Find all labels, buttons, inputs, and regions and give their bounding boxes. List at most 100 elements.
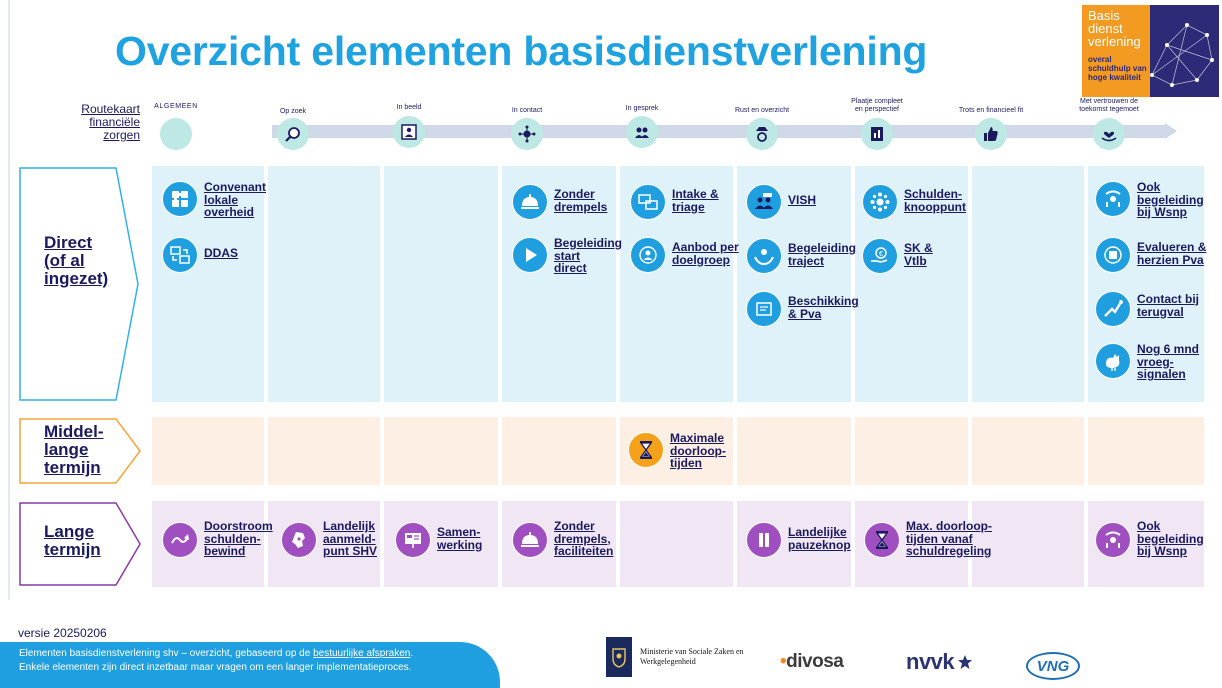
element-ook-begeleiding-wsnp-lang[interactable]: Ook begeleiding bij Wsnp [1095,519,1204,558]
frame-person-icon [393,116,425,148]
element-label: DDAS [204,246,239,260]
element-ddas[interactable]: DDAS [162,237,238,273]
stage-label-op-zoek: Op zoek [279,108,307,115]
support-person-icon [1095,181,1131,217]
stage-label-vertrouwen: Met vertrouwen de toekomst tegemoet [1079,98,1139,113]
element-aanbod-per-doelgroep[interactable]: Aanbod per doelgroep [630,237,739,273]
element-begeleiding-traject[interactable]: Begeleiding traject [746,238,856,274]
row-label-long-text[interactable]: Lange termijn [44,522,101,559]
data-exchange-icon [162,237,198,273]
bestuurlijke-afspraken-link[interactable]: bestuurlijke afspraken [313,648,411,659]
netherlands-map-icon [281,522,317,558]
element-samenwerking[interactable]: Samen- werking [395,522,482,558]
roadmap-arrowhead [1165,123,1177,139]
direct-cell [268,166,380,402]
roadmap-road [272,125,1165,138]
footer-line1-end: . [410,648,414,659]
person-target-icon [630,237,666,273]
element-evalueren-herzien-pva[interactable]: Evalueren & herzien Pva [1095,237,1206,273]
element-intake-triage[interactable]: Intake & triage [630,184,719,220]
element-label: Landelijke pauzeknop [788,525,851,552]
stage-label-rust-en-overzicht: Rust en overzicht [734,107,790,114]
element-label: Zonder drempels, faciliteiten [554,519,614,558]
page-title: Overzicht elementen basisdienstverlening [115,28,928,74]
element-label: Max. doorloop- tijden vanaf schuldregeli… [906,519,992,558]
middle-cell [152,417,264,485]
badge-subtitle: overal schuldhulp van hoge kwaliteit [1088,55,1147,82]
long-cell [620,501,733,587]
element-schuldenknooppunt[interactable]: Schulden- knooppunt [862,184,966,220]
nvvk-star-icon [958,655,973,669]
service-bell-icon [512,184,548,220]
stage-label-plaatje-compleet: Plaatje compleet en perspectief [851,98,903,113]
direct-cell [384,166,498,402]
element-max-doorlooptijden-schuldregeling[interactable]: Max. doorloop- tijden vanaf schuldregeli… [864,519,992,558]
desk-lamp-icon [746,118,778,150]
support-person-icon [1095,522,1131,558]
element-label: Ook begeleiding bij Wsnp [1137,519,1204,558]
flow-arrow-icon [162,522,198,558]
network-person-icon [511,118,543,150]
element-label: Intake & triage [672,187,719,214]
vng-logo: VNG [1026,652,1080,680]
element-doorstroom-schuldenbewind[interactable]: Doorstroom schulden- bewind [162,519,273,558]
element-label: Doorstroom schulden- bewind [204,519,273,558]
puzzle-icon [162,181,198,217]
footer-bar [0,642,500,688]
magnifier-icon [277,118,309,150]
people-group-icon [746,184,782,220]
element-label: Convenant lokale overheid [204,180,267,219]
version-label: versie 20250206 [18,626,107,640]
middle-cell [972,417,1084,485]
long-cell [972,501,1084,587]
middle-cell [737,417,851,485]
middle-cell [855,417,968,485]
divosa-logo: •divosa [780,651,844,673]
element-label: VISH [788,193,817,207]
rooster-icon [1095,343,1131,379]
conversation-icon [626,116,658,148]
element-contact-bij-terugval[interactable]: Contact bij terugval [1095,291,1199,327]
document-chart-icon [861,118,893,150]
long-arrow-shape [19,502,141,586]
nvvk-logo: nvvk [906,649,973,675]
element-label: Contact bij terugval [1137,292,1199,319]
middle-band [152,417,1204,485]
network-brain-icon [1150,23,1214,87]
vng-text: VNG [1036,657,1070,675]
element-nog-6-mnd-vroegsignalen[interactable]: Nog 6 mnd vroeg- signalen [1095,343,1199,381]
element-landelijke-pauzeknop[interactable]: Landelijke pauzeknop [746,522,851,558]
element-zonder-drempels[interactable]: Zonder drempels [512,184,607,220]
refresh-document-icon [1095,237,1131,273]
hands-person-icon [746,238,782,274]
middle-cell [502,417,616,485]
ministry-crest-icon [606,637,632,677]
element-label: Landelijk aanmeld- punt SHV [323,519,377,558]
element-convenant-lokale-overheid[interactable]: Convenant lokale overheid [162,181,266,219]
ministry-name: Ministerie van Sociale Zaken en Werkgele… [640,647,744,666]
element-maximale-doorlooptijden[interactable]: Maximale doorloop- tijden [628,432,726,470]
element-sk-vtlb[interactable]: € SK & Vtlb [862,238,933,274]
heart-hand-icon [1093,118,1125,150]
hourglass-icon [628,432,664,468]
svg-text:€: € [879,251,883,258]
row-label-direct-text[interactable]: Direct (of al ingezet) [44,233,109,288]
row-label-middle-text[interactable]: Middel- lange termijn [44,422,104,477]
direct-cell [972,166,1084,402]
element-zonder-drempels-faciliteiten[interactable]: Zonder drempels, faciliteiten [512,519,614,558]
left-rule [8,0,10,600]
element-label: Beschikking & Pva [788,294,859,321]
euro-hand-icon: € [862,238,898,274]
element-vish[interactable]: VISH [746,184,816,220]
element-ook-begeleiding-wsnp[interactable]: Ook begeleiding bij Wsnp [1095,181,1204,219]
pause-icon [746,522,782,558]
divosa-text: divosa [786,651,844,672]
roadmap-label[interactable]: Routekaart financiële zorgen [81,102,140,142]
element-label: Nog 6 mnd vroeg- signalen [1137,342,1199,381]
badge-title: Basis dienst verlening [1088,8,1141,49]
element-landelijk-aanmeldpunt-shv[interactable]: Landelijk aanmeld- punt SHV [281,519,377,558]
footer-text: Elementen basisdienstverlening shv – ove… [19,647,413,675]
element-begeleiding-start-direct[interactable]: Begeleiding start direct [512,237,622,275]
element-beschikking-pva[interactable]: Beschikking & Pva [746,291,859,327]
element-label: SK & Vtlb [904,241,933,268]
